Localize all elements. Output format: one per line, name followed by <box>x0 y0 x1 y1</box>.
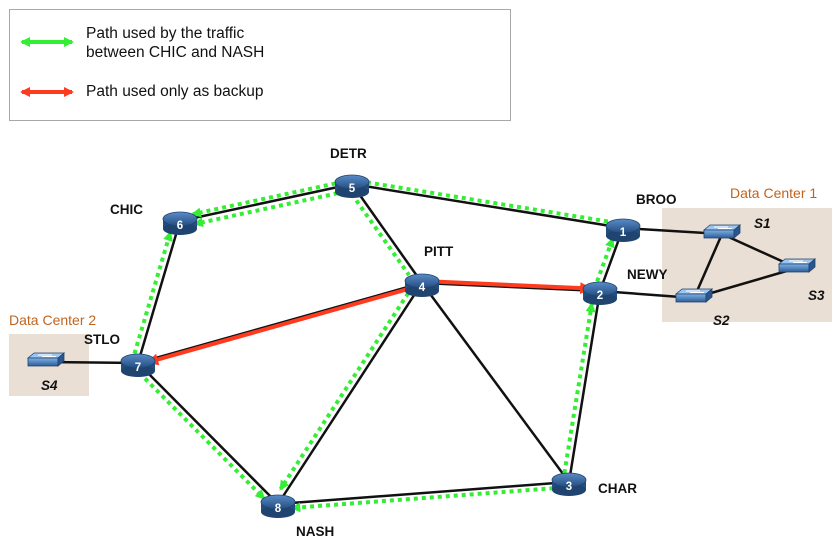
backup-path-pitt-newy <box>427 279 593 295</box>
router-icon-top <box>605 218 641 234</box>
router-number-char: 3 <box>566 481 572 493</box>
switch-icon-side <box>705 288 713 303</box>
switch-icon-side <box>808 258 816 273</box>
router-icon-top <box>334 174 370 190</box>
router-nash[interactable]: 8 <box>260 494 296 518</box>
router-label-detr: DETR <box>330 146 367 161</box>
router-label-newy: NEWY <box>627 267 668 282</box>
switch-arrows-icon <box>789 260 807 263</box>
legend-primary-text: Path used by the traffic between CHIC an… <box>86 24 264 62</box>
router-number-newy: 2 <box>597 290 603 302</box>
router-icon-base <box>583 293 617 305</box>
primary-path-char-newy <box>562 301 596 474</box>
legend-primary-line2: between CHIC and NASH <box>86 44 265 61</box>
link-s1-s2 <box>692 233 724 299</box>
primary-path-detr-chic <box>190 179 344 218</box>
link-chic-stlo <box>136 220 182 364</box>
router-label-char: CHAR <box>598 481 637 496</box>
legend: Path used by the traffic between CHIC an… <box>9 9 511 121</box>
link-newy-char <box>567 290 602 483</box>
switch-s3[interactable] <box>777 258 817 273</box>
router-chic[interactable]: 6 <box>162 211 198 235</box>
router-label-broo: BROO <box>636 192 677 207</box>
primary-path-broo-detr <box>366 180 617 225</box>
router-broo[interactable]: 1 <box>605 218 641 242</box>
switch-arrows-icon <box>38 354 56 357</box>
router-label-nash: NASH <box>296 524 334 539</box>
link-detr-pitt <box>350 183 424 284</box>
router-newy[interactable]: 2 <box>582 281 618 305</box>
link-pitt-char <box>420 282 571 483</box>
router-icon-top <box>404 273 440 289</box>
switch-icon-front <box>778 263 810 273</box>
switch-icon-front <box>27 357 59 367</box>
switch-s1[interactable] <box>702 224 742 239</box>
switch-icon-side <box>733 224 741 239</box>
legend-backup-line1: Path used only as backup <box>86 83 264 100</box>
links-layer <box>45 182 798 506</box>
switch-icon-front <box>703 229 735 239</box>
router-stlo[interactable]: 7 <box>120 353 156 377</box>
switch-label-s2: S2 <box>713 313 730 328</box>
datacenter-1-label: Data Center 1 <box>730 185 817 201</box>
primary-path-detr-pitt <box>350 192 411 277</box>
router-icon-base <box>261 506 295 518</box>
router-number-pitt: 4 <box>419 282 426 294</box>
router-number-broo: 1 <box>620 227 627 239</box>
switch-s4[interactable] <box>26 352 66 367</box>
switch-label-s1: S1 <box>754 216 771 231</box>
primary-path-stlo-nash <box>137 371 266 500</box>
backup-path-pitt-stlo <box>146 284 418 366</box>
link-stlo-nash <box>137 362 279 505</box>
router-icon-base <box>552 484 586 496</box>
router-icon-base <box>163 223 197 235</box>
router-pitt[interactable]: 4 <box>404 273 440 297</box>
router-detr[interactable]: 5 <box>334 174 370 198</box>
router-icon-top <box>162 211 198 227</box>
router-icon-top <box>260 494 296 510</box>
switch-icon-side <box>57 352 65 367</box>
link-pitt-nash <box>276 282 424 505</box>
switch-icon-front <box>675 293 707 303</box>
switch-s2[interactable] <box>674 288 714 303</box>
primary-paths-layer <box>132 179 617 513</box>
router-label-pitt: PITT <box>424 244 454 259</box>
router-number-detr: 5 <box>349 183 356 195</box>
router-icon-base <box>335 186 369 198</box>
legend-backup-text: Path used only as backup <box>86 82 264 101</box>
backup-paths-layer <box>146 279 593 366</box>
router-icon-base <box>405 285 439 297</box>
switch-label-s3: S3 <box>808 288 825 303</box>
primary-path-char-nash <box>290 485 562 513</box>
primary-path-stlo-chic <box>132 230 173 355</box>
switch-arrows-icon <box>714 226 732 229</box>
datacenter-2-label: Data Center 2 <box>9 312 96 328</box>
router-number-stlo: 7 <box>135 362 141 374</box>
router-label-chic: CHIC <box>110 202 143 217</box>
router-icon-top <box>120 353 156 369</box>
router-icon-top <box>551 472 587 488</box>
legend-arrows <box>20 37 74 97</box>
primary-path-detr-chic <box>192 189 346 228</box>
router-number-chic: 6 <box>177 220 183 232</box>
router-icon-base <box>121 365 155 377</box>
router-icon-top <box>582 281 618 297</box>
router-icon-base <box>606 230 640 242</box>
primary-path-pitt-nash <box>278 285 415 491</box>
switch-label-s4: S4 <box>41 378 58 393</box>
switch-arrows-icon <box>686 290 704 293</box>
link-detr-broo <box>351 182 624 230</box>
link-chic-detr <box>179 182 353 223</box>
router-label-stlo: STLO <box>84 332 120 347</box>
legend-primary-line1: Path used by the traffic <box>86 25 245 42</box>
link-nash-char <box>277 480 570 506</box>
router-char[interactable]: 3 <box>551 472 587 496</box>
router-number-nash: 8 <box>275 503 282 515</box>
